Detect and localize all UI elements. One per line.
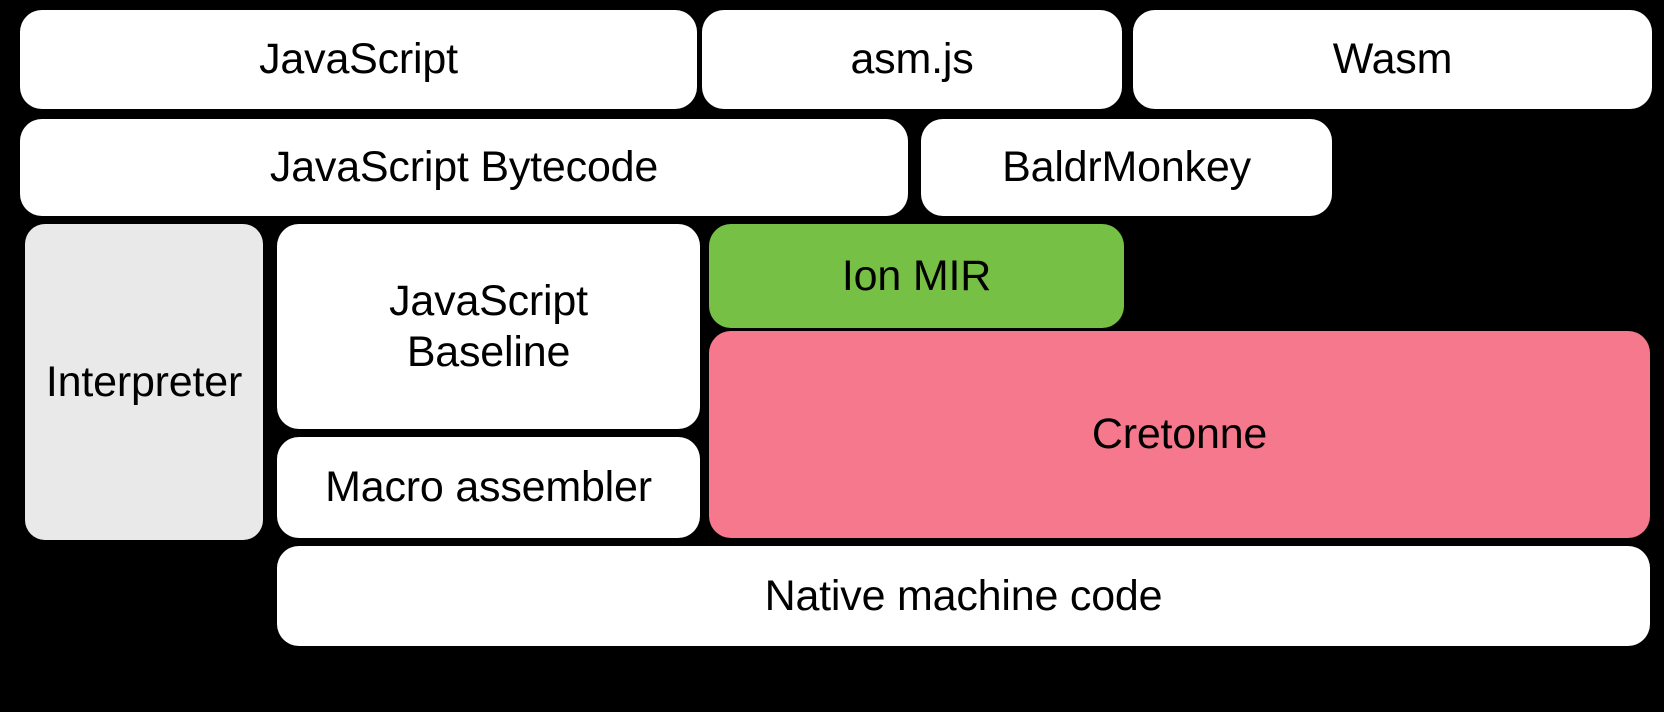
box-wasm: Wasm [1133,10,1652,109]
box-interpreter: Interpreter [25,224,263,540]
box-javascript-baseline: JavaScript Baseline [277,224,700,429]
box-native-machine-code: Native machine code [277,546,1650,646]
box-ion-mir: Ion MIR [709,224,1124,328]
box-macro-assembler: Macro assembler [277,437,700,538]
box-javascript: JavaScript [20,10,697,109]
box-cretonne: Cretonne [709,331,1650,538]
box-asm-js: asm.js [702,10,1122,109]
box-baldrmonkey: BaldrMonkey [921,119,1332,216]
box-javascript-bytecode: JavaScript Bytecode [20,119,908,216]
